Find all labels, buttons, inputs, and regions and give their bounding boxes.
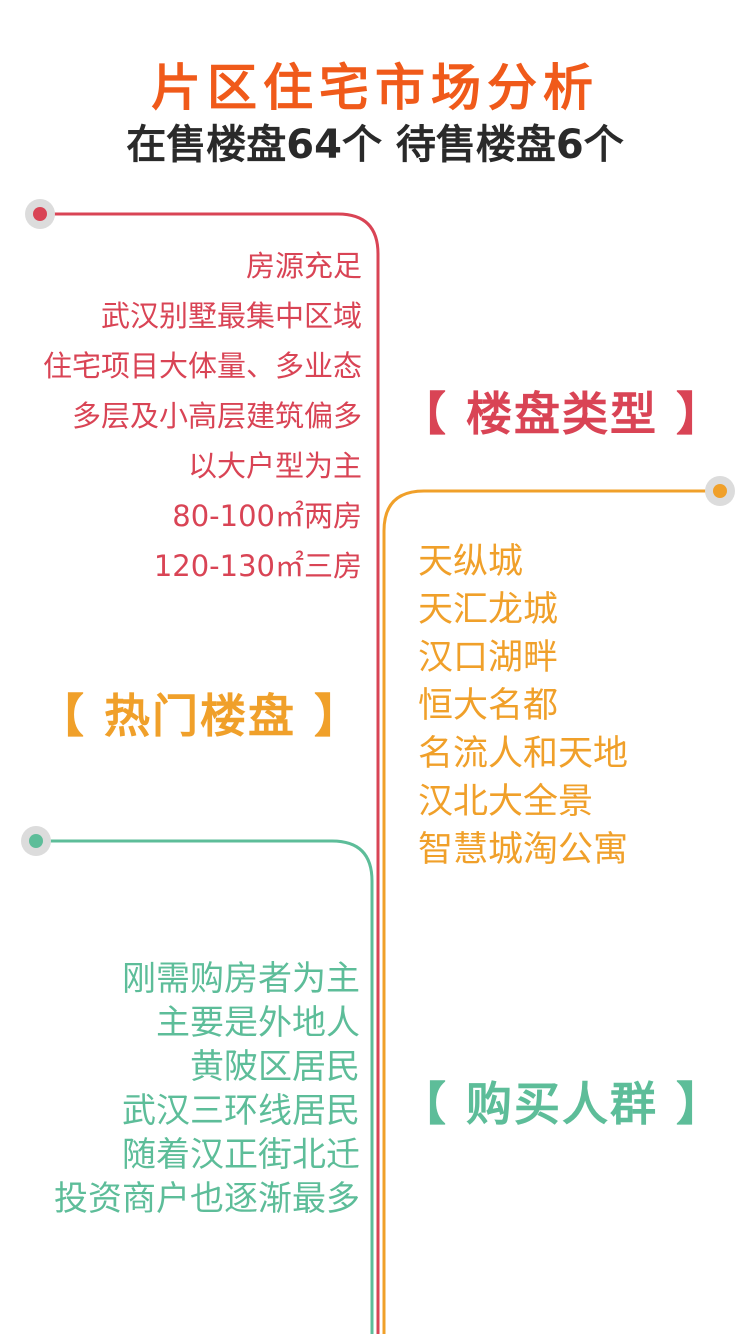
buyers-list: 刚需购房者为主 主要是外地人 黄陂区居民 武汉三环线居民 随着汉正街北迁 投资商… [54, 962, 360, 1226]
list-item: 智慧城淘公寓 [418, 830, 629, 870]
list-item: 投资商户也逐渐最多 [54, 1179, 360, 1219]
list-item: 黄陂区居民 [190, 1047, 360, 1087]
property-type-heading: 【 楼盘类型 】 [400, 387, 725, 441]
list-item: 武汉别墅最集中区域 [100, 299, 362, 333]
property-type-list: 房源充足 武汉别墅最集中区域 住宅项目大体量、多业态 多层及小高层建筑偏多 以大… [43, 252, 362, 602]
green-dot [21, 826, 51, 856]
list-item: 武汉三环线居民 [122, 1091, 360, 1131]
red-dot [25, 199, 55, 229]
list-item: 汉口湖畔 [418, 638, 559, 678]
hot-properties-list: 天纵城 天汇龙城 汉口湖畔 恒大名都 名流人和天地 汉北大全景 智慧城淘公寓 [418, 545, 628, 881]
list-item: 120-130㎡三房 [153, 549, 362, 583]
orange-dot [705, 476, 735, 506]
list-item: 房源充足 [245, 249, 362, 283]
list-item: 主要是外地人 [156, 1003, 360, 1043]
list-item: 恒大名都 [418, 686, 559, 726]
buyers-heading: 【 购买人群 】 [400, 1077, 725, 1131]
red-timeline-line [40, 212, 380, 1334]
list-item: 刚需购房者为主 [122, 959, 360, 999]
hot-properties-heading: 【 热门楼盘 】 [38, 689, 363, 743]
list-item: 80-100㎡两房 [172, 499, 362, 533]
list-item: 多层及小高层建筑偏多 [71, 399, 362, 433]
list-item: 随着汉正街北迁 [122, 1135, 360, 1175]
list-item: 天汇龙城 [418, 590, 559, 630]
list-item: 住宅项目大体量、多业态 [42, 349, 362, 383]
green-timeline-line [36, 839, 374, 1334]
list-item: 名流人和天地 [418, 734, 629, 774]
list-item: 汉北大全景 [418, 782, 594, 822]
list-item: 以大户型为主 [187, 449, 362, 483]
page-subtitle: 在售楼盘64个 待售楼盘6个 [126, 122, 624, 168]
list-item: 天纵城 [418, 542, 524, 582]
orange-timeline-line [382, 489, 720, 1334]
page-title: 片区住宅市场分析 [151, 59, 599, 117]
